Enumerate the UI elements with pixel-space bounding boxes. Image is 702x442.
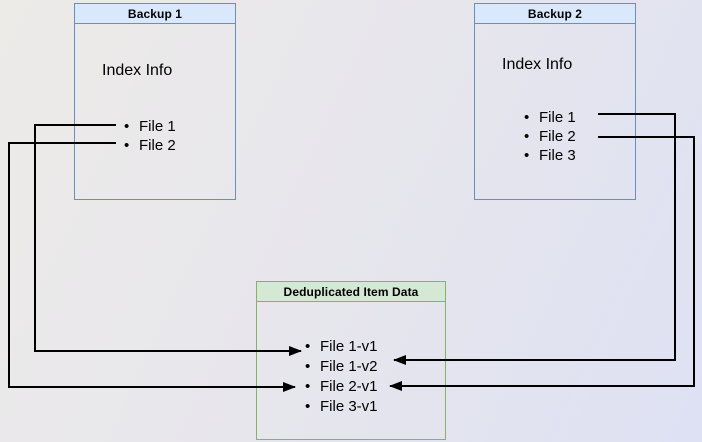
- list-item-backup1-file1: • File 1: [124, 117, 176, 136]
- bullet-icon: •: [524, 128, 530, 145]
- list-item-label: File 2-v1: [320, 378, 378, 395]
- list-item-file2-v1: • File 2-v1: [305, 377, 378, 397]
- list-item-file1-v2: • File 1-v2: [305, 357, 378, 377]
- list-item-backup1-file2: • File 2: [124, 136, 176, 155]
- list-item-backup2-file2: • File 2: [524, 127, 576, 146]
- list-item-label: File 2: [539, 128, 576, 145]
- list-item-label: File 3: [539, 147, 576, 164]
- bullet-icon: •: [305, 398, 311, 415]
- list-item-backup2-file3: • File 3: [524, 146, 576, 165]
- bullet-icon: •: [124, 137, 130, 154]
- list-item-label: File 3-v1: [320, 398, 378, 415]
- list-item-backup2-file1: • File 1: [524, 108, 576, 127]
- backup1-header: Backup 1: [75, 4, 235, 24]
- list-item-label: File 1: [139, 118, 176, 135]
- backup1-file-list: • File 1 • File 2: [124, 117, 176, 155]
- backup2-header: Backup 2: [475, 4, 635, 24]
- backup2-box: Backup 2 Index Info • File 1 • File 2 • …: [474, 3, 636, 200]
- dedup-box: Deduplicated Item Data • File 1-v1 • Fil…: [256, 281, 446, 440]
- list-item-label: File 1: [539, 109, 576, 126]
- bullet-icon: •: [124, 118, 130, 135]
- dedup-item-list: • File 1-v1 • File 1-v2 • File 2-v1 • Fi…: [305, 337, 378, 417]
- list-item-file1-v1: • File 1-v1: [305, 337, 378, 357]
- backup2-index-info-label: Index Info: [502, 56, 573, 73]
- backup2-file-list: • File 1 • File 2 • File 3: [524, 108, 576, 165]
- list-item-label: File 2: [139, 137, 176, 154]
- backup1-box: Backup 1 Index Info • File 1 • File 2: [74, 3, 236, 200]
- bullet-icon: •: [305, 338, 311, 355]
- bullet-icon: •: [524, 147, 530, 164]
- bullet-icon: •: [305, 358, 311, 375]
- bullet-icon: •: [524, 109, 530, 126]
- dedup-header: Deduplicated Item Data: [257, 282, 445, 302]
- bullet-icon: •: [305, 378, 311, 395]
- backup1-index-info-label: Index Info: [102, 62, 173, 79]
- list-item-file3-v1: • File 3-v1: [305, 397, 378, 417]
- list-item-label: File 1-v1: [320, 338, 378, 355]
- list-item-label: File 1-v2: [320, 358, 378, 375]
